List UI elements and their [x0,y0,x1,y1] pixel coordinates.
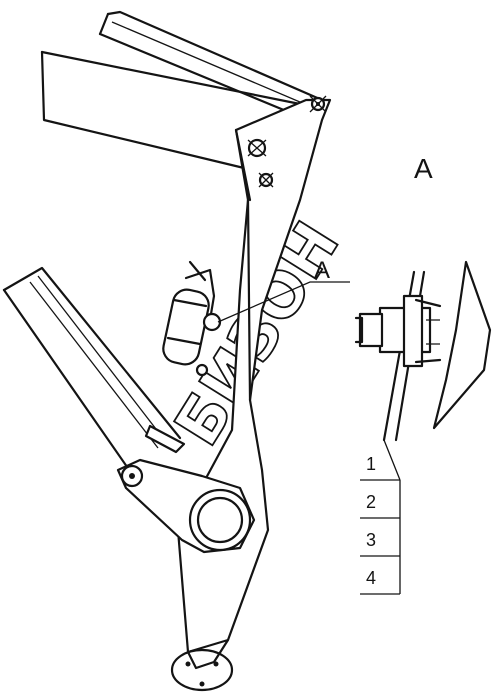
callout-label: A [314,257,330,284]
frame-pin-joints [247,138,274,188]
part-number-2: 2 [366,492,376,512]
upper-pin-joint [309,95,327,113]
damper-cylinder [162,260,222,377]
part-number-3: 3 [366,530,376,550]
view-a-label: A [414,153,433,184]
parts-list: 1 2 3 4 [360,439,401,595]
detail-a [354,260,492,442]
part-number-4: 4 [366,568,376,588]
bottom-flange [170,638,234,692]
upper-tube [98,10,324,122]
left-lower-arm [2,266,186,476]
crank-plate [116,458,256,554]
upper-beam [40,50,302,170]
callout-a: A [217,257,350,323]
part-number-1: 1 [366,454,376,474]
